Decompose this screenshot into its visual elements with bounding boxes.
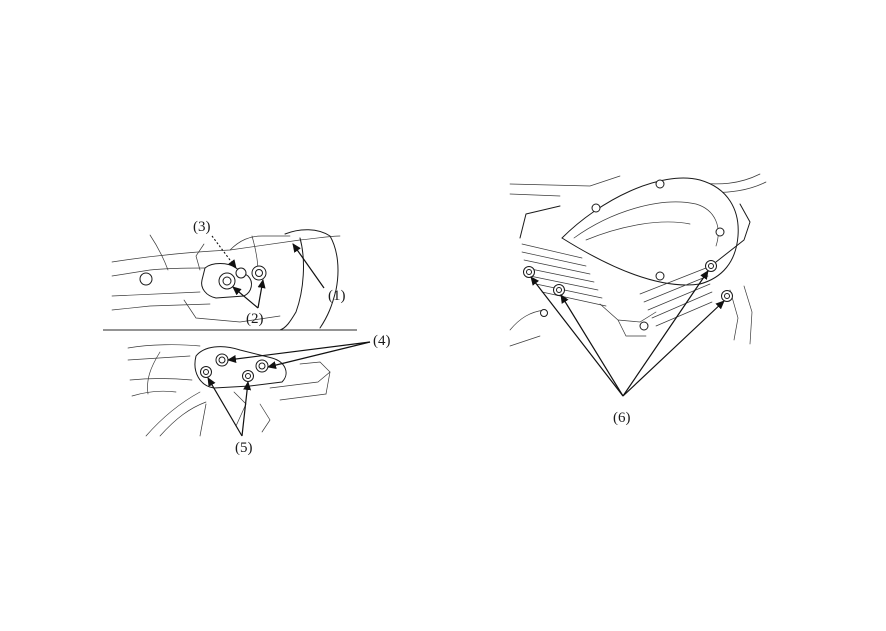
leader-line-1 (292, 243, 325, 289)
callout-3-label: (3) (193, 219, 211, 235)
leader-line-4a (227, 341, 371, 363)
leader-line-2b (257, 279, 266, 309)
leader-line-6b (560, 294, 624, 397)
callout-1-label: (1) (328, 288, 346, 304)
callout-6-label: (6) (613, 410, 631, 426)
callout-4-label: (4) (373, 333, 391, 349)
leader-line-4b (267, 341, 371, 369)
leader-line-5a (207, 377, 243, 437)
callout-5-label: (5) (235, 440, 253, 456)
leader-line-6a (530, 276, 624, 397)
leader-lines (207, 235, 725, 437)
leader-line-6d (622, 300, 725, 397)
leader-line-2a (232, 286, 259, 309)
figure-top-left (111, 229, 341, 331)
figure-right (509, 173, 767, 347)
figure-bottom-left (127, 344, 331, 437)
leader-line-5b (241, 381, 252, 437)
leader-line-3 (211, 235, 237, 269)
callout-2-label: (2) (246, 311, 264, 327)
leader-line-6c (622, 270, 709, 397)
